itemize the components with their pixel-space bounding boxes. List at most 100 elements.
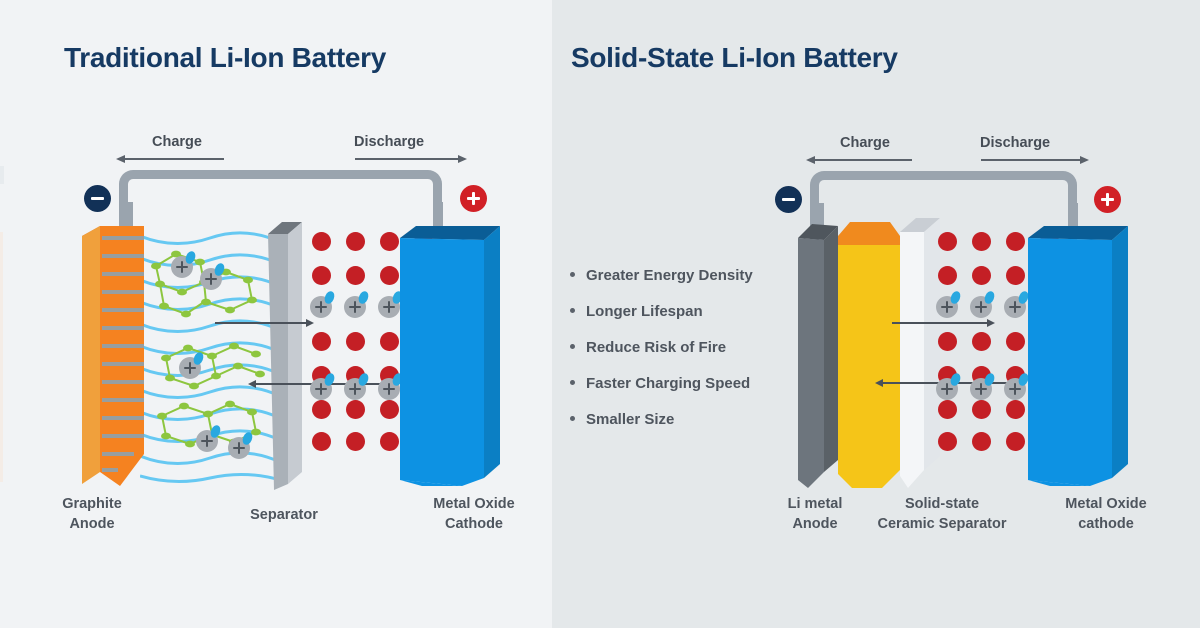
charge-arrow bbox=[116, 154, 224, 163]
cathode-dot bbox=[312, 432, 331, 451]
plus-icon bbox=[945, 383, 949, 395]
plus-icon bbox=[387, 383, 391, 395]
cathode-dot bbox=[346, 266, 365, 285]
cathode-dot bbox=[938, 266, 957, 285]
list-item: Reduce Risk of Fire bbox=[570, 339, 753, 356]
lithium-ion bbox=[179, 350, 206, 379]
minus-icon bbox=[782, 197, 795, 202]
bullet-icon bbox=[570, 272, 575, 277]
cathode-dot bbox=[1006, 332, 1025, 351]
cathode-dot bbox=[938, 332, 957, 351]
lithium-ion bbox=[200, 261, 227, 290]
discharge-arrow bbox=[981, 155, 1089, 164]
metal-oxide-cathode-block bbox=[400, 226, 500, 486]
ion-tail bbox=[948, 289, 963, 306]
cathode-caption-line2: Cathode bbox=[445, 516, 503, 532]
traditional-battery-panel: Traditional Li-Ion Battery Charge Discha… bbox=[0, 0, 552, 628]
cathode-dot bbox=[312, 332, 331, 351]
plus-icon bbox=[471, 192, 476, 205]
anode-caption-line2: Anode bbox=[792, 516, 838, 532]
bullet-icon bbox=[570, 344, 575, 349]
charge-label: Charge bbox=[152, 134, 202, 150]
cathode-dot bbox=[938, 432, 957, 451]
cathode-dot bbox=[380, 232, 399, 251]
ion-tail bbox=[322, 289, 337, 306]
cathode-dot bbox=[1006, 400, 1025, 419]
plus-icon bbox=[209, 273, 213, 285]
lithium-ion bbox=[196, 423, 223, 452]
plus-icon bbox=[945, 301, 949, 313]
discharge-label: Discharge bbox=[354, 134, 425, 150]
cathode-stem bbox=[434, 202, 443, 232]
cathode-dot bbox=[938, 400, 957, 419]
plus-icon bbox=[205, 435, 209, 447]
benefit-label: Smaller Size bbox=[586, 411, 675, 428]
charge-label: Charge bbox=[840, 135, 890, 151]
anode-stem bbox=[124, 202, 133, 234]
cathode-caption-line1: Metal Oxide bbox=[1065, 496, 1147, 512]
plus-icon bbox=[1013, 383, 1017, 395]
plus-icon bbox=[188, 362, 192, 374]
lithium-ion bbox=[310, 289, 337, 318]
discharge-arrow bbox=[355, 154, 467, 163]
lithium-ion bbox=[378, 289, 405, 318]
anode-stem bbox=[815, 203, 824, 231]
cathode-dot bbox=[380, 332, 399, 351]
benefit-label: Reduce Risk of Fire bbox=[586, 339, 727, 356]
plus-icon bbox=[387, 301, 391, 313]
plus-icon bbox=[319, 301, 323, 313]
cathode-dot bbox=[346, 332, 365, 351]
cathode-caption-line1: Metal Oxide bbox=[433, 496, 515, 512]
ion-transfer-arrow-right bbox=[892, 319, 995, 326]
bullet-icon bbox=[570, 416, 575, 421]
charge-arrow bbox=[806, 155, 912, 164]
cathode-dot bbox=[346, 400, 365, 419]
bullet-icon bbox=[570, 380, 575, 385]
plus-icon bbox=[979, 301, 983, 313]
separator-caption-line1: Separator bbox=[250, 507, 318, 523]
page-title: Traditional Li-Ion Battery bbox=[64, 42, 387, 73]
cathode-caption: Metal Oxide cathode bbox=[1046, 494, 1166, 534]
list-item: Smaller Size bbox=[570, 411, 753, 428]
bullet-icon bbox=[570, 308, 575, 313]
list-item: Greater Energy Density bbox=[570, 267, 753, 284]
lithium-ion bbox=[228, 430, 255, 459]
cathode-dot bbox=[312, 232, 331, 251]
separator-caption-line1: Solid-state bbox=[904, 496, 980, 512]
negative-terminal bbox=[775, 186, 802, 213]
cathode-stem bbox=[1069, 203, 1078, 231]
plus-icon bbox=[319, 383, 323, 395]
cathode-dot bbox=[312, 400, 331, 419]
plus-icon bbox=[180, 261, 184, 273]
cathode-caption-line2: cathode bbox=[1078, 516, 1134, 532]
cathode-dot bbox=[972, 232, 991, 251]
plus-icon bbox=[353, 301, 357, 313]
cathode-dot bbox=[346, 432, 365, 451]
solid-electrolyte-block bbox=[838, 222, 900, 488]
separator-block bbox=[268, 222, 302, 490]
cathode-dot bbox=[380, 400, 399, 419]
ion-transfer-arrow-right bbox=[215, 319, 314, 326]
benefit-label: Faster Charging Speed bbox=[586, 375, 751, 392]
ceramic-separator-block bbox=[900, 218, 940, 488]
graphite-anode-block bbox=[82, 226, 144, 486]
cathode-dot bbox=[1006, 266, 1025, 285]
li-metal-anode-block bbox=[798, 224, 838, 488]
anode-caption: Li metal Anode bbox=[755, 494, 875, 534]
lithium-ion bbox=[378, 371, 405, 400]
lithium-ion bbox=[310, 371, 337, 400]
cathode-dot bbox=[972, 332, 991, 351]
benefit-label: Longer Lifespan bbox=[586, 303, 703, 320]
lithium-ion bbox=[970, 371, 997, 400]
cathode-dot bbox=[972, 266, 991, 285]
positive-terminal bbox=[1094, 186, 1121, 213]
lithium-ion bbox=[936, 289, 963, 318]
plus-icon bbox=[1013, 301, 1017, 313]
cathode-dot bbox=[380, 266, 399, 285]
separator-caption: Solid-state Ceramic Separator bbox=[842, 494, 1042, 534]
cathode-ion-lattice bbox=[310, 232, 437, 451]
edge-artifact bbox=[0, 232, 3, 482]
metal-oxide-cathode-block bbox=[1028, 226, 1128, 486]
plus-icon bbox=[1105, 193, 1110, 206]
